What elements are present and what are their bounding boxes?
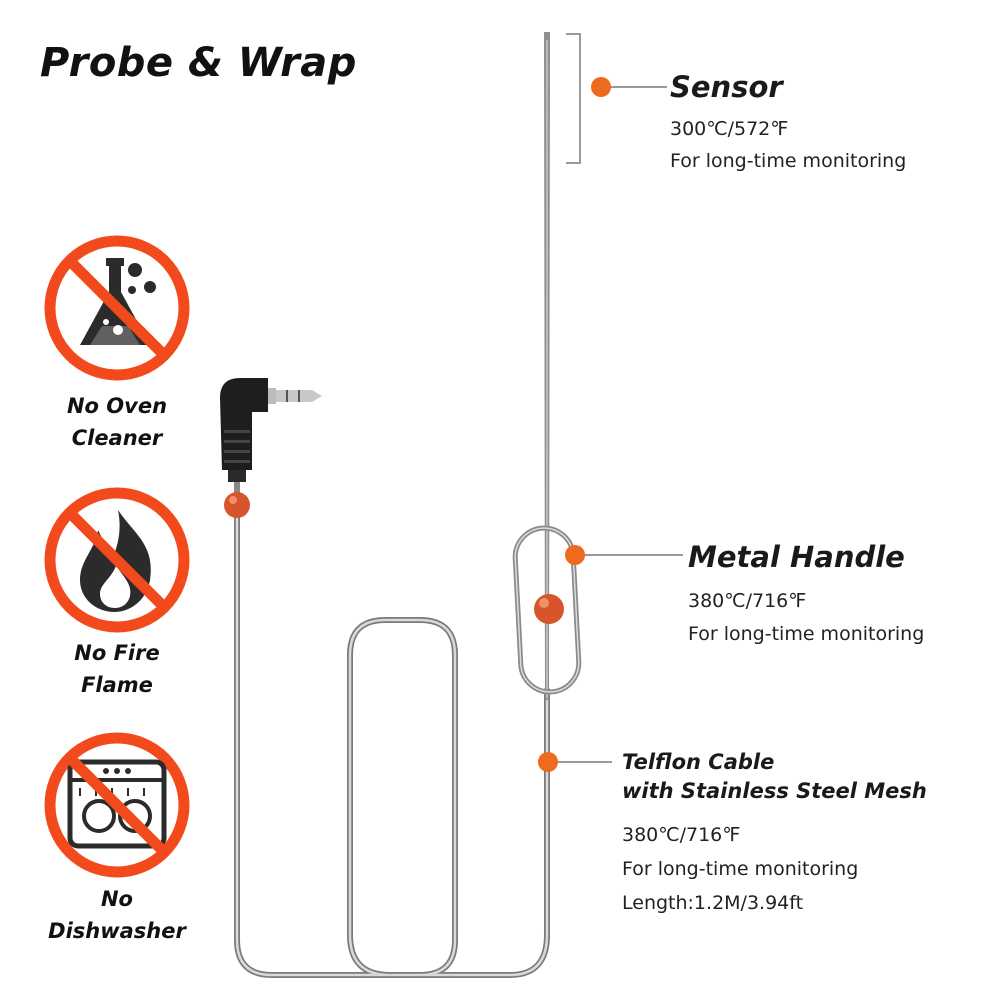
sensor-title: Sensor (670, 70, 783, 104)
dishwasher-icon (44, 732, 190, 878)
warning-label-dishwasher: No Dishwasher (48, 887, 186, 943)
cable-length: Length:1.2M/3.94ft (622, 892, 804, 914)
probe-needle (544, 32, 550, 700)
handle-bead (534, 594, 564, 624)
handle-title: Metal Handle (688, 540, 905, 574)
cable-title-line1: Telflon Cable (622, 750, 775, 774)
sensor-bracket (566, 33, 581, 164)
sensor-temp: 300℃/572℉ (670, 118, 789, 140)
cable-connector (538, 752, 612, 772)
handle-connector (565, 545, 683, 565)
fire-flame-icon (44, 487, 190, 633)
chemical-flask-icon (44, 235, 190, 381)
cable-temp: 380℃/716℉ (622, 824, 741, 846)
sensor-note: For long-time monitoring (670, 150, 907, 172)
cable-note: For long-time monitoring (622, 858, 859, 880)
cable-title-line2: with Stainless Steel Mesh (622, 779, 927, 803)
plug-bead (224, 492, 250, 518)
probe-cable (234, 509, 550, 978)
sensor-connector (591, 77, 667, 97)
warning-label-oven-cleaner: No Oven Cleaner (66, 394, 168, 450)
handle-temp: 380℃/716℉ (688, 590, 807, 612)
audio-jack-plug (220, 378, 322, 512)
metal-handle-loop (512, 525, 582, 695)
handle-note: For long-time monitoring (688, 623, 925, 645)
page-title: Probe & Wrap (40, 40, 357, 86)
warning-label-fire-flame: No Fire Flame (74, 641, 160, 697)
